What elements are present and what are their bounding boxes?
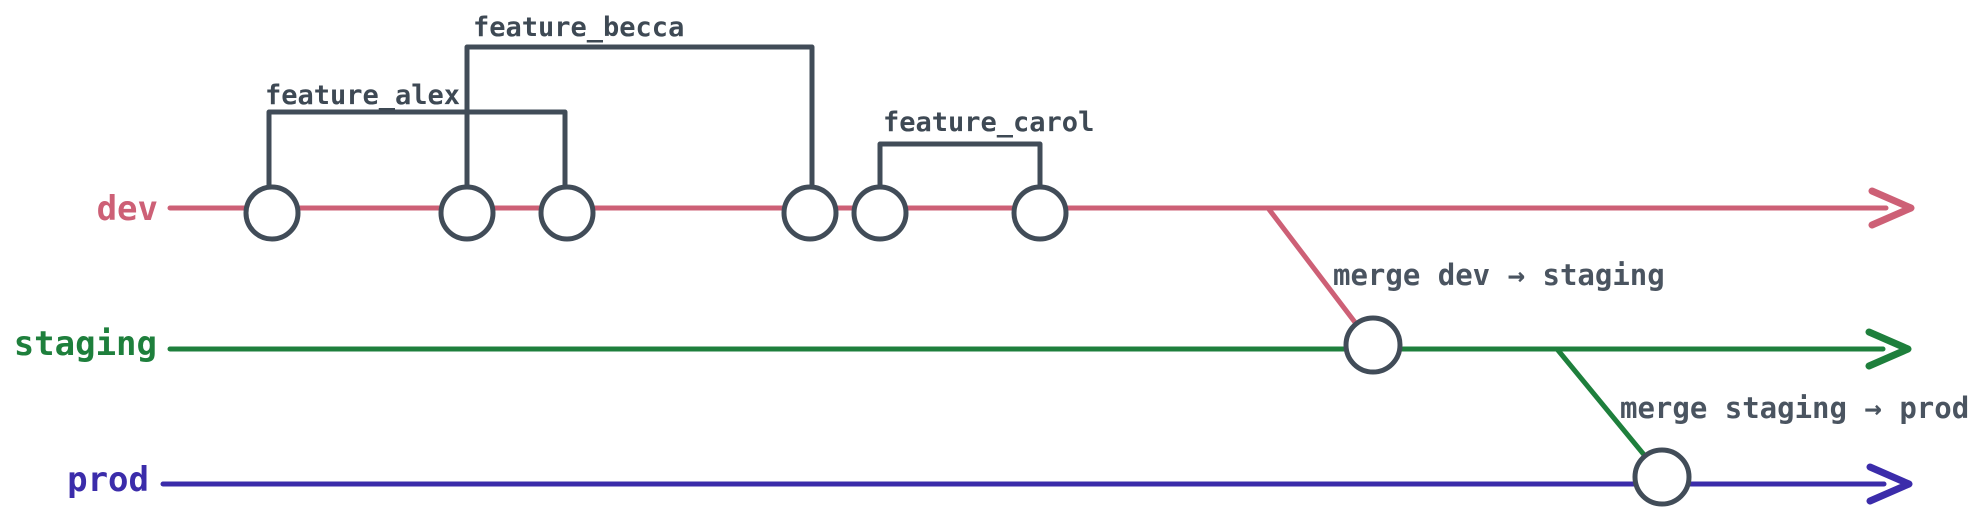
dev-commit-3 [538,184,596,242]
feature-becca-bracket [464,44,815,216]
dev-commit-4 [781,184,839,242]
dev-commit-6 [1011,184,1069,242]
dev-branch-label: dev [97,189,158,229]
feature-becca-label: feature_becca [473,12,684,43]
feature-alex-bracket [266,109,568,216]
feature-carol-bracket [877,141,1043,216]
staging-branch-label: staging [14,324,157,364]
dev-commit-1 [243,184,301,242]
dev-commit-5 [851,184,909,242]
prod-arrowhead-icon [1866,463,1913,505]
feature-carol-label: feature_carol [883,107,1094,138]
staging-merge-commit [1343,315,1403,375]
dev-commit-2 [438,184,496,242]
prod-merge-commit [1632,447,1692,507]
merge-staging-to-prod-label: merge staging → prod [1620,391,1969,425]
merge-dev-to-staging-edge [1265,205,1373,345]
feature-alex-label: feature_alex [265,80,460,111]
dev-arrowhead-icon [1868,187,1915,229]
merge-dev-to-staging-label: merge dev → staging [1333,258,1665,292]
staging-arrowhead-icon [1865,328,1912,370]
prod-branch-label: prod [67,460,149,500]
merge-staging-to-prod-edge [1554,346,1662,476]
